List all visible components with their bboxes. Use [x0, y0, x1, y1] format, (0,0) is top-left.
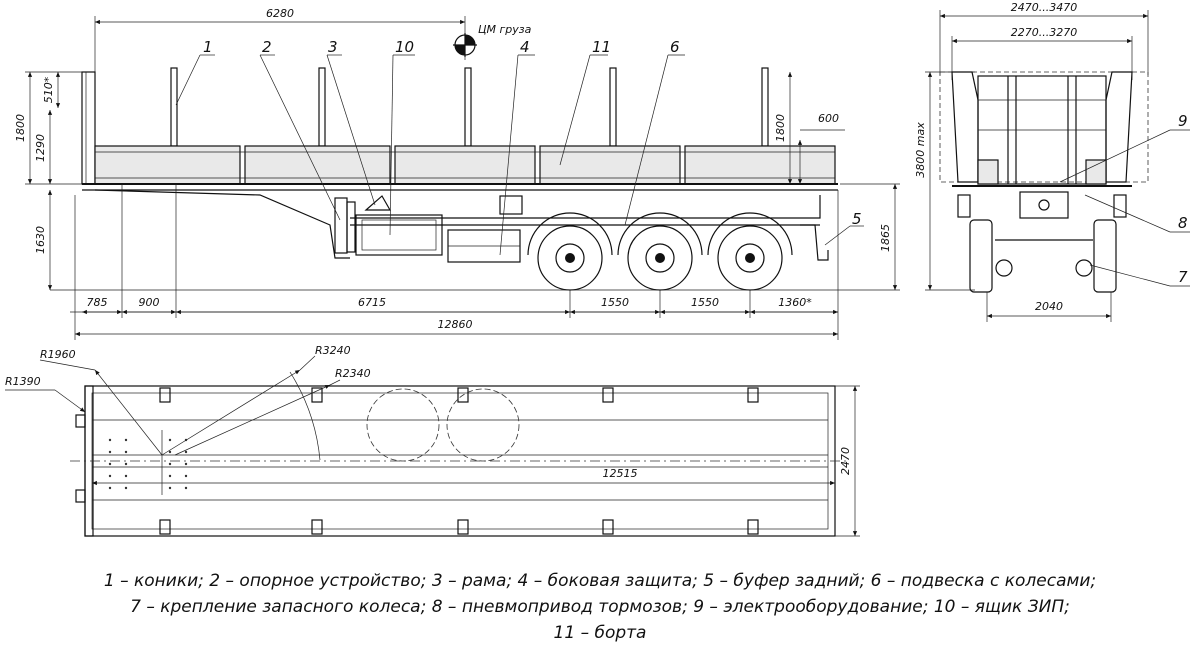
dim-785: 785 — [87, 296, 108, 309]
dim-width-inner: 2270...3270 — [1011, 26, 1077, 39]
dim-height-max: 3800 max — [914, 122, 927, 178]
callout-2: 2 — [262, 38, 272, 56]
dim-1290: 1290 — [34, 134, 47, 162]
cg-label: ЦМ груза — [478, 23, 532, 36]
dim-1550-b: 1550 — [691, 296, 719, 309]
dim-2040: 2040 — [1035, 300, 1063, 313]
dim-900: 900 — [139, 296, 160, 309]
dim-1800-right: 1800 — [774, 114, 787, 142]
dim-12515: 12515 — [603, 467, 638, 480]
rivet-dots — [108, 438, 188, 490]
dim-1630: 1630 — [34, 226, 47, 254]
callout-9: 9 — [1178, 112, 1188, 130]
callout-8: 8 — [1178, 214, 1188, 232]
top-view: R1960 R1390 R3240 R2340 12515 2470 — [5, 344, 860, 537]
dim-r2340: R2340 — [335, 367, 371, 380]
dim-6715: 6715 — [358, 296, 386, 309]
trailer-drawing: 6280 ЦМ груза — [5, 1, 1190, 537]
callout-7: 7 — [1178, 268, 1188, 286]
dim-r1960: R1960 — [40, 348, 76, 361]
dim-2470: 2470 — [839, 447, 852, 475]
callout-11: 11 — [592, 38, 611, 56]
rear-view: 2470...3470 2270...3270 3800 max — [914, 1, 1190, 322]
callout-6: 6 — [670, 38, 680, 56]
dim-1550-a: 1550 — [601, 296, 629, 309]
dim-600: 600 — [818, 112, 839, 125]
callout-3: 3 — [328, 38, 338, 56]
dim-1360: 1360* — [778, 296, 812, 309]
dim-width-outer: 2470...3470 — [1011, 1, 1077, 14]
legend-line-2: 7 – крепление запасного колеса; 8 – пнев… — [130, 597, 1070, 617]
center-of-mass-icon — [453, 33, 477, 57]
stanchion-pockets — [159, 387, 759, 535]
callout-4: 4 — [520, 38, 530, 56]
dim-r1390: R1390 — [5, 375, 41, 388]
dim-r3240: R3240 — [315, 344, 351, 357]
stanchions — [170, 67, 769, 147]
legend: 1 – коники; 2 – опорное устройство; 3 – … — [0, 568, 1200, 646]
callout-5: 5 — [852, 210, 862, 228]
dim-1865: 1865 — [879, 224, 892, 252]
legend-line-1: 1 – коники; 2 – опорное устройство; 3 – … — [103, 571, 1097, 591]
callout-1: 1 — [203, 38, 213, 56]
side-callouts: 1 2 3 10 4 11 6 5 — [175, 38, 864, 256]
legend-line-3: 11 – борта — [553, 623, 647, 643]
side-view: 6280 ЦМ груза — [14, 7, 900, 340]
dim-510: 510* — [42, 76, 55, 103]
dim-1800-left: 1800 — [14, 114, 27, 142]
callout-10: 10 — [395, 38, 414, 56]
dim-6280: 6280 — [266, 7, 294, 20]
side-boards — [94, 145, 836, 185]
dim-12860: 12860 — [438, 318, 473, 331]
